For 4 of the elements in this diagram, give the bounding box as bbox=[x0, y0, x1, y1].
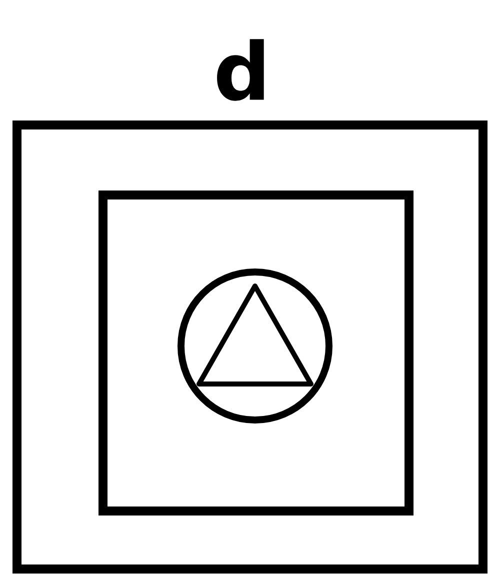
square-frame bbox=[98, 190, 414, 516]
square-frame bbox=[12, 120, 488, 574]
circle-triangle-symbol bbox=[178, 268, 332, 424]
panel-letter: d bbox=[217, 39, 264, 101]
